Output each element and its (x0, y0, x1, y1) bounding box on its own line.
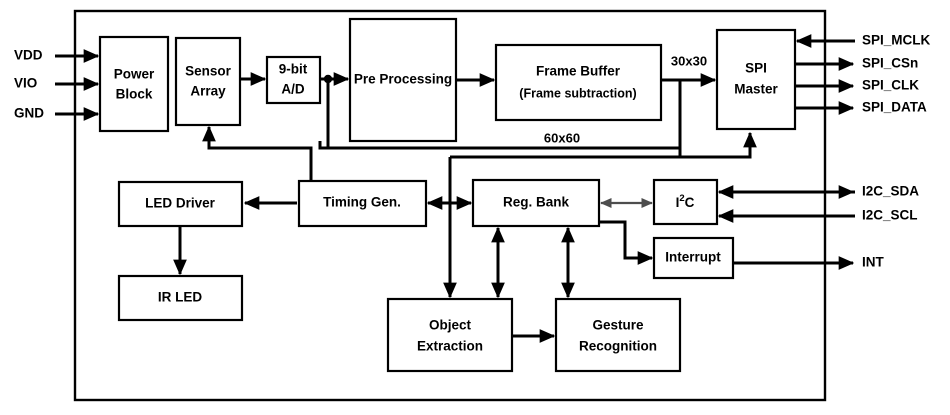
block-reg-bank[interactable] (471, 178, 601, 228)
label-pin-vdd: VDD (14, 48, 43, 63)
label-reg-bank: Reg. Bank (503, 195, 570, 210)
block-pre-processing[interactable] (348, 17, 458, 143)
label-object-extraction-2: Extraction (417, 339, 483, 354)
block-object-extraction[interactable] (386, 297, 514, 373)
label-led-driver: LED Driver (145, 196, 216, 211)
label-pin-spi-mclk: SPI_MCLK (862, 33, 931, 48)
wire-timing-gen-to-sensor-array (202, 125, 313, 181)
label-object-extraction-1: Object (429, 318, 472, 333)
block-frame-buffer[interactable] (494, 43, 663, 122)
label-pin-i2c-sda: I2C_SDA (862, 184, 919, 199)
label-pin-vio: VIO (14, 76, 37, 91)
chip-boundary (73, 9, 827, 402)
label-ir-led: IR LED (158, 290, 203, 305)
label-bus-60x60: 60x60 (544, 130, 580, 145)
label-sensor-array-2: Array (190, 84, 226, 99)
label-power-block-1: Power (114, 67, 155, 82)
block-interrupt[interactable] (652, 236, 735, 280)
wire-reg-bank-to-interrupt (599, 220, 654, 265)
label-pre-processing: Pre Processing (354, 72, 452, 87)
block-led-driver[interactable] (117, 180, 244, 228)
label-gesture-recognition-1: Gesture (592, 318, 644, 333)
label-pin-spi-clk: SPI_CLK (862, 78, 919, 93)
label-gesture-recognition-2: Recognition (579, 339, 657, 354)
label-ad-converter-1: 9-bit (279, 62, 308, 77)
block-ir-led[interactable] (117, 274, 244, 322)
label-power-block-2: Block (116, 87, 153, 102)
wire-frame-buffer-to-spi-master (661, 73, 717, 157)
label-sensor-array-1: Sensor (185, 64, 232, 79)
block-ad-converter[interactable] (265, 55, 322, 105)
label-i2c: I2C (676, 193, 695, 210)
block-power-block[interactable] (98, 35, 170, 133)
label-pin-spi-data: SPI_DATA (862, 100, 927, 115)
label-pin-int: INT (862, 255, 885, 270)
block-timing-gen[interactable] (297, 179, 428, 228)
block-gesture-recognition[interactable] (554, 297, 682, 373)
label-interrupt: Interrupt (665, 250, 721, 265)
block-spi-master[interactable] (715, 28, 797, 131)
label-pin-spi-csn: SPI_CSn (862, 56, 918, 71)
label-bus-30x30: 30x30 (671, 53, 707, 68)
label-spi-master-2: Master (734, 82, 778, 97)
block-sensor-array[interactable] (174, 36, 242, 127)
label-timing-gen: Timing Gen. (323, 195, 401, 210)
wire-bus-to-spi-master-bottom (450, 131, 757, 159)
label-frame-buffer-1: Frame Buffer (536, 64, 621, 79)
wire-ad-to-pre-processing (320, 72, 350, 86)
label-spi-master-1: SPI (745, 61, 767, 76)
label-pin-i2c-scl: I2C_SCL (862, 208, 918, 223)
label-pin-gnd: GND (14, 106, 44, 121)
label-frame-buffer-2: (Frame subtraction) (519, 86, 636, 100)
label-ad-converter-2: A/D (281, 82, 305, 97)
wire-60x60-bus (318, 141, 680, 150)
block-i2c[interactable] (652, 178, 719, 226)
